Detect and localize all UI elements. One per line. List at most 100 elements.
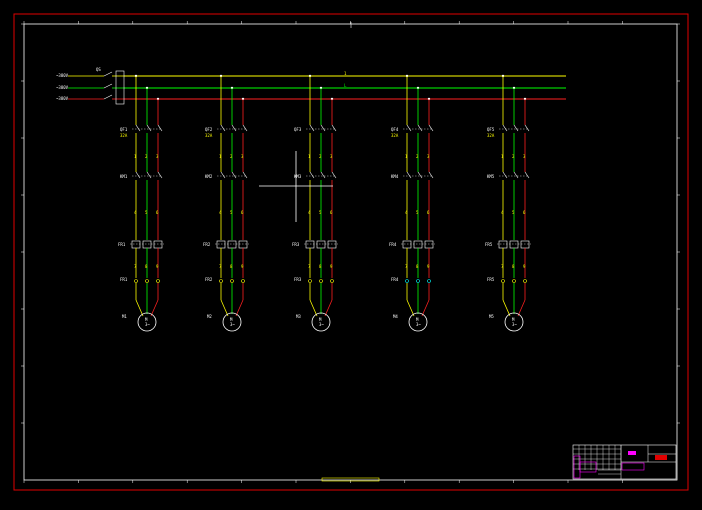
terminal bbox=[156, 279, 160, 283]
relay-element bbox=[316, 240, 326, 249]
contactor-contact bbox=[417, 171, 423, 179]
supply-label: ~380V bbox=[56, 96, 69, 101]
contactor-label: KM4 bbox=[391, 174, 399, 179]
breaker-contact bbox=[524, 124, 530, 132]
wire-number-bot: 9 bbox=[523, 264, 526, 269]
wire-number-bot: 7 bbox=[134, 264, 137, 269]
relay-label: FR5 bbox=[485, 242, 493, 247]
contactor-contact bbox=[513, 171, 519, 179]
breaker-rating: 32A bbox=[205, 133, 213, 138]
breaker-contact bbox=[231, 124, 237, 132]
wire-number-top: 1 bbox=[134, 154, 137, 159]
wire-number-bot: 9 bbox=[241, 264, 244, 269]
relay-element bbox=[238, 240, 248, 249]
bus-label: 1 bbox=[344, 71, 347, 76]
wire-number-bot: 7 bbox=[219, 264, 222, 269]
relay-element bbox=[305, 240, 315, 249]
breaker-label: QF1 bbox=[120, 127, 128, 132]
wire-number-mid: 5 bbox=[319, 210, 322, 215]
wire-number-top: 2 bbox=[230, 154, 233, 159]
contactor-label: KM2 bbox=[205, 174, 213, 179]
wire-number-mid: 6 bbox=[523, 210, 526, 215]
wire-number-bot: 9 bbox=[156, 264, 159, 269]
motor-lead bbox=[517, 299, 526, 317]
wire-number-top: 3 bbox=[523, 154, 526, 159]
motor-symbol bbox=[311, 312, 331, 332]
motor-glyph: M bbox=[319, 317, 322, 322]
wire-number-mid: 4 bbox=[308, 210, 311, 215]
motor-lead bbox=[309, 299, 318, 317]
breaker-contact bbox=[309, 124, 315, 132]
terminal bbox=[501, 279, 505, 283]
wire-number-top: 2 bbox=[416, 154, 419, 159]
outer-frame bbox=[13, 13, 689, 491]
motor-symbol bbox=[222, 312, 242, 332]
wire-number-bot: 8 bbox=[512, 264, 515, 269]
wire-number-top: 3 bbox=[241, 154, 244, 159]
title-block bbox=[572, 444, 677, 480]
breaker-contact bbox=[157, 124, 163, 132]
bus-label: L bbox=[344, 83, 347, 88]
motor-lead bbox=[150, 299, 159, 317]
contactor-contact bbox=[406, 171, 412, 179]
motor-glyph-phase: 3~ bbox=[230, 322, 235, 327]
breaker-contact bbox=[242, 124, 248, 132]
motor-glyph: M bbox=[416, 317, 419, 322]
wire-number-bot: 9 bbox=[330, 264, 333, 269]
wire-number-bot: 7 bbox=[405, 264, 408, 269]
motor-lead bbox=[406, 299, 415, 317]
main-switch-label: QS bbox=[96, 67, 101, 72]
title-magenta-cell bbox=[628, 451, 636, 455]
motor-glyph-phase: 3~ bbox=[145, 322, 150, 327]
breaker-label: QF3 bbox=[294, 127, 302, 132]
wire-number-mid: 5 bbox=[230, 210, 233, 215]
relay-label: FR2 bbox=[203, 242, 211, 247]
breaker-label: QF4 bbox=[391, 127, 399, 132]
motor-label: M3 bbox=[296, 314, 301, 319]
wire-number-bot: 7 bbox=[501, 264, 504, 269]
contactor-label: KM5 bbox=[487, 174, 495, 179]
motor-glyph-phase: 3~ bbox=[319, 322, 324, 327]
terminal bbox=[512, 279, 516, 283]
relay-element bbox=[153, 240, 163, 249]
motor-lead bbox=[220, 299, 229, 317]
contactor-contact bbox=[157, 171, 163, 179]
breaker-contact bbox=[417, 124, 423, 132]
wire-number-mid: 5 bbox=[145, 210, 148, 215]
wire-number-top: 2 bbox=[319, 154, 322, 159]
relay-element bbox=[509, 240, 519, 249]
wire-number-top: 1 bbox=[308, 154, 311, 159]
contactor-contact bbox=[135, 171, 141, 179]
wire-number-top: 3 bbox=[330, 154, 333, 159]
title-red-cell bbox=[655, 455, 667, 460]
breaker-contact bbox=[146, 124, 152, 132]
relay-contact-label: FR4 bbox=[391, 277, 399, 282]
wire-number-mid: 4 bbox=[405, 210, 408, 215]
contactor-contact bbox=[231, 171, 237, 179]
main-switch-box bbox=[115, 70, 125, 105]
relay-contact-label: FR1 bbox=[120, 277, 128, 282]
relay-element bbox=[413, 240, 423, 249]
motor-glyph: M bbox=[512, 317, 515, 322]
relay-element bbox=[498, 240, 508, 249]
motor-symbol bbox=[137, 312, 157, 332]
motor-lead bbox=[235, 299, 244, 317]
breaker-rating: 32A bbox=[120, 133, 128, 138]
contactor-contact bbox=[220, 171, 226, 179]
terminal bbox=[427, 279, 431, 283]
title-accent-cell bbox=[579, 461, 597, 473]
breaker-contact bbox=[513, 124, 519, 132]
breaker-contact bbox=[135, 124, 141, 132]
wire-number-top: 3 bbox=[156, 154, 159, 159]
relay-element bbox=[520, 240, 530, 249]
relay-element bbox=[424, 240, 434, 249]
three-phase-bus: 1L bbox=[124, 71, 566, 100]
relay-label: FR4 bbox=[389, 242, 397, 247]
terminal bbox=[330, 279, 334, 283]
contactor-contact bbox=[242, 171, 248, 179]
supply-label: ~380V bbox=[56, 73, 69, 78]
supply-label: ~380V bbox=[56, 85, 69, 90]
contactor-contact bbox=[428, 171, 434, 179]
